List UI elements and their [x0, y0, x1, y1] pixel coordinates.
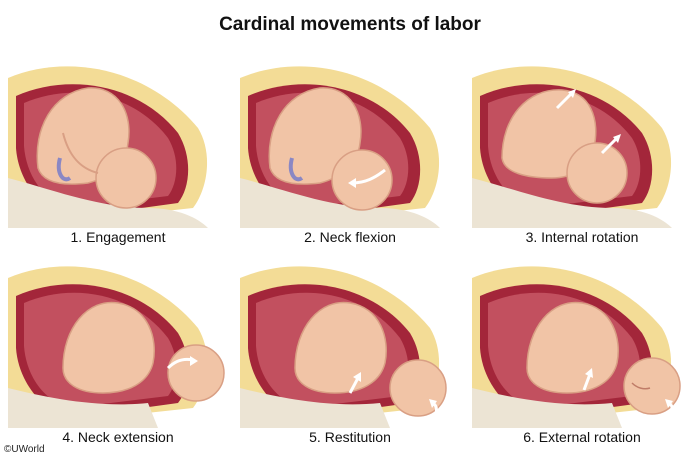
- pelvic-bone: [8, 388, 158, 428]
- fetal-head: [167, 344, 225, 402]
- panel-engagement: 1. Engagement: [8, 58, 228, 258]
- internal-rotation-illustration: [472, 66, 672, 228]
- copyright-notice: ©UWorld: [4, 444, 45, 455]
- caption-neck-extension: 4. Neck extension: [62, 429, 174, 445]
- panel-internal-rotation: 3. Internal rotation: [472, 58, 692, 258]
- caption-restitution: 5. Restitution: [309, 429, 391, 445]
- caption-internal-rotation: 3. Internal rotation: [525, 229, 639, 245]
- caption-neck-flexion: 2. Neck flexion: [304, 229, 396, 245]
- restitution-arrowhead-shoulder: [353, 372, 361, 382]
- restitution-arrow-shoulder: [348, 377, 360, 394]
- neck-flexion-illustration: [240, 66, 440, 228]
- rotation-arrowhead-head: [613, 134, 621, 143]
- fetal-face: [631, 382, 651, 390]
- fetal-body: [294, 301, 387, 394]
- caption-external-rotation: 6. External rotation: [523, 429, 641, 445]
- fetal-body: [526, 301, 619, 394]
- fetal-head: [331, 149, 393, 211]
- external-rotation-arrow-shoulder: [582, 373, 592, 391]
- pelvic-bone: [8, 178, 208, 228]
- flexion-arrowhead: [348, 178, 356, 188]
- extension-arrowhead: [190, 356, 198, 366]
- rotation-arrowhead-shoulder: [568, 89, 576, 98]
- external-rotation-arrowhead-head: [665, 399, 673, 408]
- engagement-illustration: [8, 66, 208, 228]
- umbilical-cord: [288, 157, 304, 182]
- pelvic-bone: [472, 388, 622, 428]
- panel-neck-flexion: 2. Neck flexion: [240, 58, 460, 258]
- panel-restitution: 5. Restitution: [240, 258, 460, 458]
- external-rotation-illustration: [472, 266, 681, 428]
- rotation-arrow-head: [600, 136, 619, 155]
- diagram-title: Cardinal movements of labor: [219, 14, 481, 35]
- fetal-limb: [62, 132, 99, 174]
- fetal-body: [62, 301, 155, 394]
- external-rotation-arrowhead-shoulder: [585, 368, 593, 378]
- pelvic-bone: [240, 178, 440, 228]
- pelvic-bone: [472, 178, 672, 228]
- restitution-arrowhead-head: [429, 399, 437, 408]
- pelvic-bone: [240, 388, 390, 428]
- rotation-arrow-shoulder: [555, 91, 574, 110]
- neck-extension-illustration: [8, 266, 225, 428]
- fetal-head: [566, 142, 628, 204]
- panel-external-rotation: 6. External rotation: [472, 258, 692, 458]
- caption-engagement: 1. Engagement: [70, 229, 166, 245]
- fetal-head: [95, 147, 157, 209]
- umbilical-cord: [56, 157, 72, 182]
- restitution-illustration: [240, 266, 447, 428]
- panel-neck-extension: 4. Neck extension: [8, 258, 228, 458]
